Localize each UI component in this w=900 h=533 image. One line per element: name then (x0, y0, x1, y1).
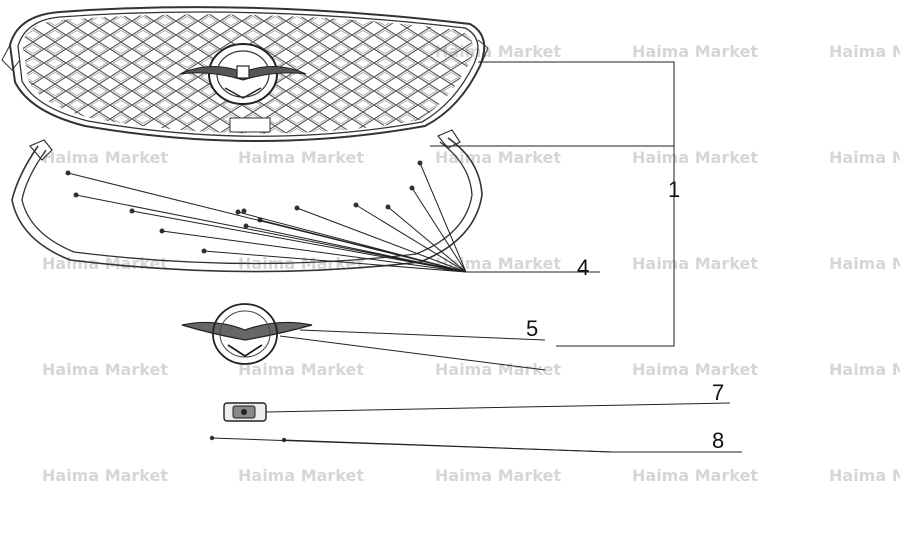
screw-icon (65, 160, 423, 254)
leader-lines (67, 61, 742, 453)
watermark: Haima Market (435, 466, 561, 485)
watermark: Haima Market (238, 254, 364, 273)
callout-number-4: 4 (577, 255, 589, 280)
front-grille-icon (1, 6, 489, 142)
watermark: Haima Market (632, 360, 758, 379)
watermark: Haima M (829, 42, 900, 61)
watermark: Haima Market (435, 148, 561, 167)
watermark: Haima M (829, 360, 900, 379)
callout-number-7: 7 (712, 380, 724, 405)
watermark: Haima Market (238, 466, 364, 485)
watermark: Haima Market (238, 360, 364, 379)
watermark: Haima Market (632, 466, 758, 485)
callout-number-8: 8 (712, 428, 724, 453)
watermark: Haima Market (42, 148, 168, 167)
watermark: Haima Market (42, 360, 168, 379)
callout-number-5: 5 (526, 316, 538, 341)
watermark: Haima Market (632, 148, 758, 167)
watermark: Haima M (829, 254, 900, 273)
winged-emblem-icon (181, 303, 313, 365)
watermark: Haima M (829, 148, 900, 167)
watermark: Haima Market (632, 42, 758, 61)
front-camera-icon (223, 402, 267, 422)
watermark: Haima M (829, 466, 900, 485)
watermark: Haima Market (632, 254, 758, 273)
grille-trim-strip-icon (11, 129, 483, 273)
watermark: Haima Market (435, 360, 561, 379)
watermark: Haima Market (238, 148, 364, 167)
watermark: Haima Market (42, 466, 168, 485)
watermark: Haima Market (435, 254, 561, 273)
callout-number-1: 1 (668, 177, 680, 202)
